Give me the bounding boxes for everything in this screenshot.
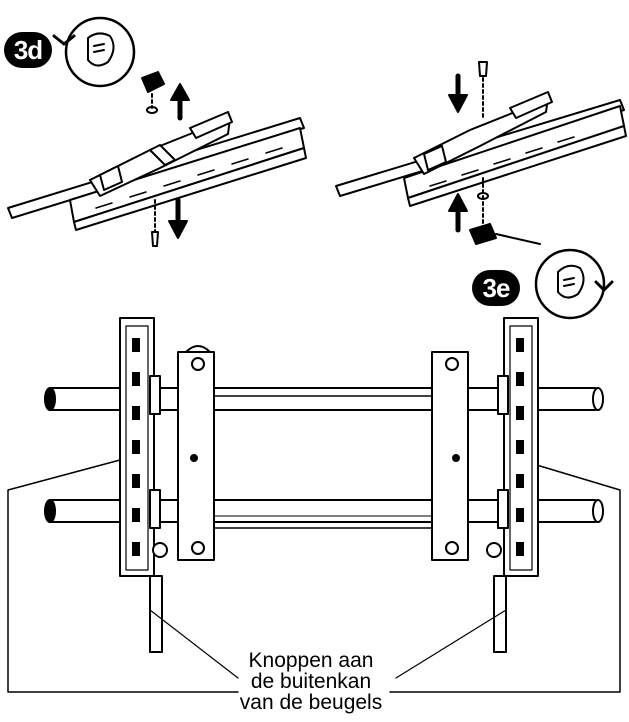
step-3e-detail bbox=[335, 61, 627, 320]
step-badge-3d: 3d bbox=[4, 32, 52, 68]
caption-line-1: Knoppen aan bbox=[248, 649, 374, 672]
hand-turn-clockwise-icon bbox=[534, 248, 614, 320]
wall-mount-assembly bbox=[7, 317, 621, 693]
caption-line-2: de buitenkan bbox=[250, 670, 372, 693]
caption-line-3: van de beugels bbox=[239, 691, 383, 714]
hand-turn-counterclockwise-icon bbox=[52, 16, 136, 88]
knobs-caption: Knoppen aan de buitenkan van de beugels bbox=[226, 650, 396, 713]
step-badge-3e: 3e bbox=[472, 270, 520, 306]
step-3d-detail bbox=[7, 16, 307, 247]
